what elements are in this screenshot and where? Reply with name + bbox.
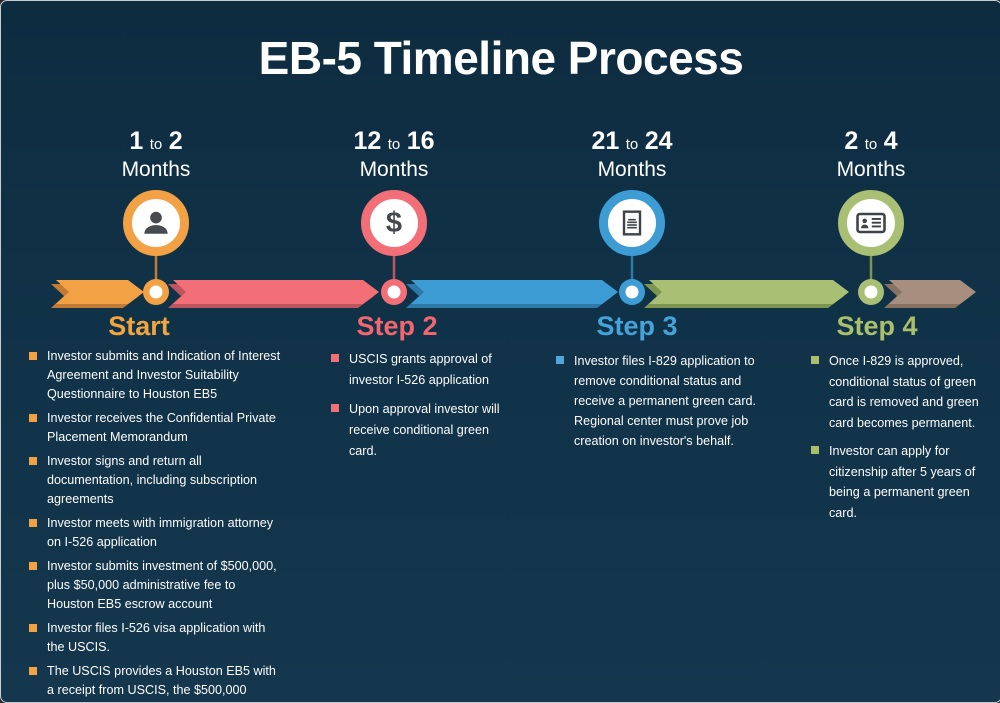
timeline-graphic [51,254,976,308]
timeline-arrow-step2 [173,280,379,304]
step-title-3: Step 3 [596,311,678,341]
step-bullet-list-start: Investor submits and Indication of Inter… [29,347,281,702]
list-item: Investor meets with immigration attorney… [29,514,281,552]
bullet-square-icon [29,414,37,422]
list-item: Investor files I-526 visa application wi… [29,619,281,657]
list-item: USCIS grants approval of investor I-526 … [331,349,506,391]
duration-label-step3: 21 to 24 Months [552,128,712,181]
bullet-square-icon [29,519,37,527]
duration-unit: Months [597,158,667,181]
duration-from: 12 [353,127,382,155]
duration-separator: to [387,136,401,153]
timeline-arrow-step3 [411,280,618,304]
duration-separator: to [625,136,639,153]
step-bullet-list-2: USCIS grants approval of investor I-526 … [331,349,506,470]
id-card-icon [856,212,886,234]
list-item: Upon approval investor will receive cond… [331,399,506,462]
duration-unit: Months [121,158,191,181]
duration-label-start: 1 to 2 Months [76,128,236,181]
step-icon-circle-3 [599,190,665,256]
duration-to: 2 [168,127,183,155]
duration-label-step2: 12 to 16 Months [314,128,474,181]
bullet-square-icon [331,354,339,362]
bullet-square-icon [331,404,339,412]
bullet-square-icon [811,446,819,454]
bullet-square-icon [556,356,564,364]
bullet-square-icon [811,356,819,364]
step-icon-circle-4 [838,190,904,256]
list-item: Investor submits and Indication of Inter… [29,347,281,404]
list-item: Once I-829 is approved, conditional stat… [811,351,989,433]
person-icon [144,211,168,234]
step-bullet-list-3: Investor files I-829 application to remo… [556,351,756,456]
dollar-icon: $ [385,206,403,239]
page-title: EB-5 Timeline Process [258,32,744,84]
list-item: The USCIS provides a Houston EB5 with a … [29,662,281,702]
step-bullet-list-4: Once I-829 is approved, conditional stat… [811,351,989,531]
timeline-arrow-end [889,280,976,304]
duration-from: 1 [129,127,144,155]
duration-to: 24 [644,127,673,155]
timeline-arrow-step4 [649,280,849,304]
step-title-start: Start [108,311,170,341]
step-icon-circle-start [123,190,189,256]
duration-separator: to [149,136,163,153]
duration-from: 21 [591,127,620,155]
list-item: Investor signs and return all documentat… [29,452,281,509]
step-title-4: Step 4 [836,311,918,341]
list-item: Investor files I-829 application to remo… [556,351,756,451]
timeline-nodes [143,279,884,305]
timeline-arrow-start [56,280,144,304]
bullet-square-icon [29,562,37,570]
duration-to: 16 [406,127,435,155]
list-item: Investor submits investment of $500,000,… [29,557,281,614]
bullet-square-icon [29,624,37,632]
duration-label-step4: 2 to 4 Months [791,128,951,181]
step-icon-circle-2: $ [361,190,427,256]
bullet-square-icon [29,352,37,360]
duration-unit: Months [359,158,429,181]
list-item: Investor receives the Confidential Priva… [29,409,281,447]
duration-separator: to [864,136,878,153]
duration-to: 4 [883,127,898,155]
bullet-square-icon [29,667,37,675]
duration-from: 2 [844,127,859,155]
list-item: Investor can apply for citizenship after… [811,441,989,523]
duration-unit: Months [836,158,906,181]
document-icon [622,210,642,236]
step-title-2: Step 2 [356,311,438,341]
bullet-square-icon [29,457,37,465]
